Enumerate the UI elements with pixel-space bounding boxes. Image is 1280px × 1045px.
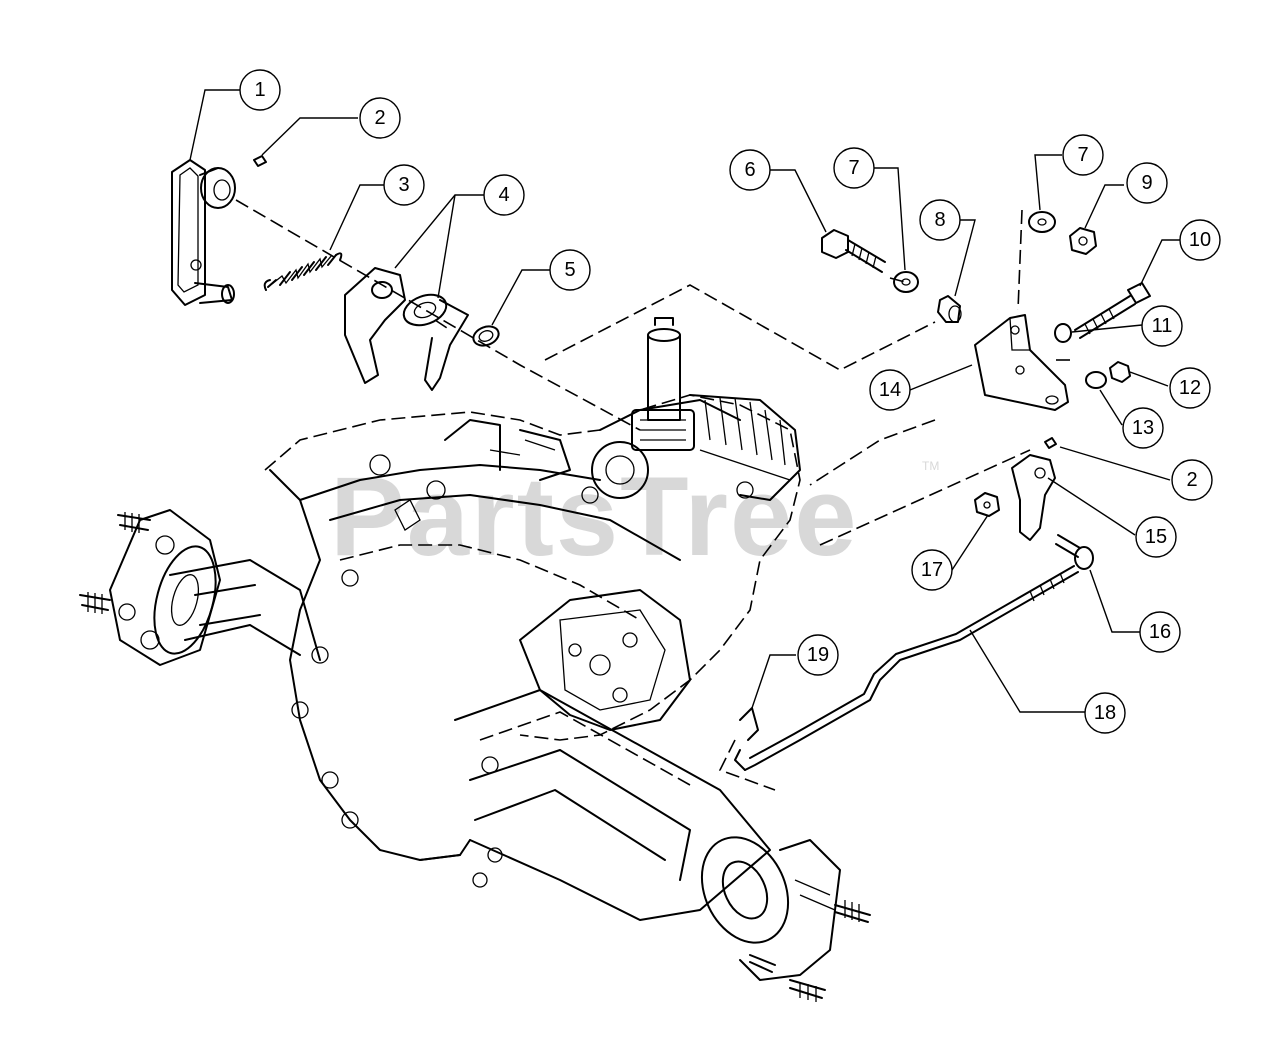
svg-text:9: 9 bbox=[1141, 172, 1152, 194]
part-14-bracket bbox=[974, 314, 1069, 411]
callout-3: 3 bbox=[383, 164, 425, 206]
part-11-washer bbox=[1054, 323, 1072, 343]
svg-text:13: 13 bbox=[1132, 417, 1154, 439]
callout-14: 14 bbox=[869, 369, 911, 411]
svg-text:14: 14 bbox=[879, 379, 901, 401]
svg-text:6: 6 bbox=[744, 159, 755, 181]
callout-1: 1 bbox=[239, 69, 281, 111]
svg-text:10: 10 bbox=[1189, 229, 1211, 251]
svg-text:17: 17 bbox=[921, 559, 943, 581]
callout-7-right: 7 bbox=[1062, 134, 1104, 176]
svg-text:7: 7 bbox=[1077, 144, 1088, 166]
svg-text:12: 12 bbox=[1179, 377, 1201, 399]
callout-13: 13 bbox=[1122, 407, 1164, 449]
part-13-washer bbox=[1085, 371, 1107, 389]
callout-2: 2 bbox=[359, 97, 401, 139]
part-12-nut bbox=[1109, 361, 1131, 383]
part-16-pin bbox=[1055, 534, 1094, 570]
part-17-nut bbox=[974, 492, 1000, 517]
callout-9: 9 bbox=[1126, 162, 1168, 204]
callout-8: 8 bbox=[919, 199, 961, 241]
svg-text:16: 16 bbox=[1149, 621, 1171, 643]
part-8-spacer bbox=[937, 295, 962, 323]
svg-text:5: 5 bbox=[564, 259, 575, 281]
callout-17: 17 bbox=[911, 549, 953, 591]
svg-text:1: 1 bbox=[254, 79, 265, 101]
transaxle-housing bbox=[79, 317, 871, 1002]
svg-text:3: 3 bbox=[398, 174, 409, 196]
part-7-washer bbox=[893, 271, 919, 293]
callout-16: 16 bbox=[1139, 611, 1181, 653]
callout-19: 19 bbox=[797, 634, 839, 676]
svg-text:7: 7 bbox=[848, 157, 859, 179]
part-19-clip bbox=[739, 707, 759, 741]
svg-text:2: 2 bbox=[374, 107, 385, 129]
svg-text:11: 11 bbox=[1152, 315, 1173, 337]
callout-5: 5 bbox=[549, 249, 591, 291]
part-1-lever-arm bbox=[171, 159, 236, 306]
part-4-plates bbox=[344, 267, 469, 391]
svg-text:19: 19 bbox=[807, 644, 829, 666]
assembly-lines bbox=[235, 199, 1070, 791]
svg-text:2: 2 bbox=[1186, 469, 1197, 491]
leader-lines bbox=[189, 89, 1180, 713]
part-15-lever bbox=[1011, 454, 1056, 541]
callout-10: 10 bbox=[1179, 219, 1221, 261]
part-2-pin-top bbox=[253, 155, 267, 167]
part-10-long-bolt bbox=[1074, 282, 1151, 339]
svg-text:15: 15 bbox=[1145, 526, 1167, 548]
watermark: PartsTree TM bbox=[330, 454, 939, 579]
part-3-spring bbox=[263, 252, 343, 291]
callout-11: 11 bbox=[1141, 305, 1183, 347]
callouts: 1 2 3 4 5 6 7 8 7 9 10 11 14 12 13 2 15 … bbox=[239, 69, 1221, 734]
part-18-rod bbox=[734, 565, 1079, 771]
part-2-pin-right bbox=[1044, 437, 1057, 449]
callout-2-right: 2 bbox=[1171, 459, 1213, 501]
part-5-ring bbox=[472, 325, 500, 347]
svg-text:4: 4 bbox=[498, 184, 509, 206]
callout-4: 4 bbox=[483, 174, 525, 216]
callout-12: 12 bbox=[1169, 367, 1211, 409]
svg-text:8: 8 bbox=[934, 209, 945, 231]
part-7-washer-right bbox=[1028, 211, 1056, 233]
callout-15: 15 bbox=[1135, 516, 1177, 558]
part-6-bolt bbox=[821, 229, 886, 273]
svg-text:18: 18 bbox=[1094, 702, 1116, 724]
callout-6: 6 bbox=[729, 149, 771, 191]
watermark-trademark: TM bbox=[922, 459, 939, 473]
callout-7: 7 bbox=[833, 147, 875, 189]
part-9-nut bbox=[1069, 227, 1097, 255]
callout-18: 18 bbox=[1084, 692, 1126, 734]
